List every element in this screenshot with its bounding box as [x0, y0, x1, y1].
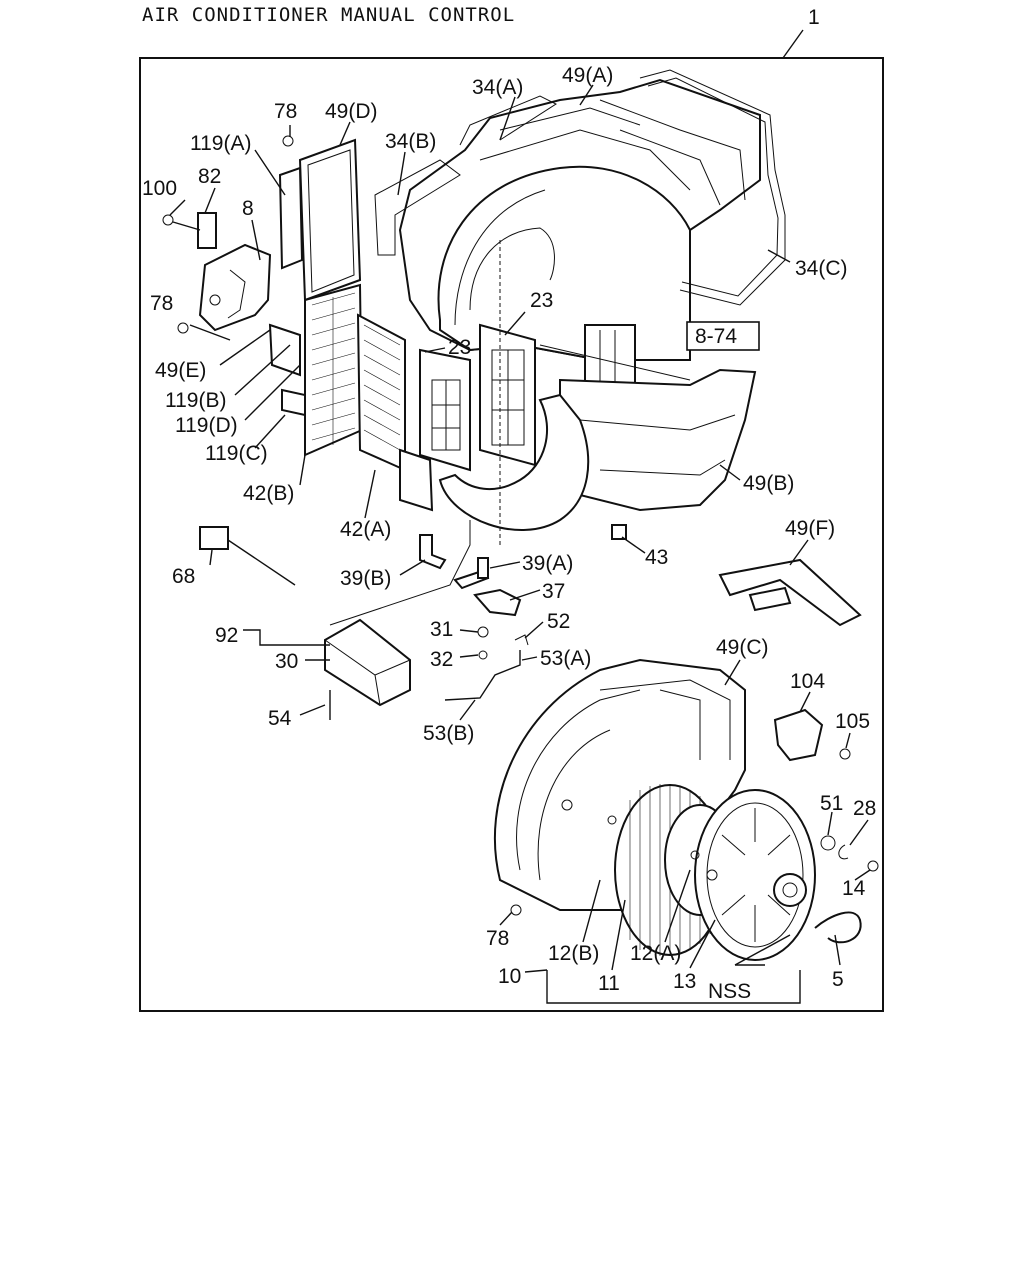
link-37 — [453, 557, 522, 617]
ref-box — [686, 321, 760, 351]
label-12a: 12(A) — [630, 942, 681, 965]
label-78-bottom: 78 — [486, 927, 509, 950]
label-30: 30 — [275, 650, 298, 673]
diagram-frame — [139, 57, 884, 1012]
label-23-upper: 23 — [530, 289, 553, 312]
screw-78-bottom — [510, 904, 522, 916]
hose-5 — [814, 911, 862, 944]
label-37: 37 — [542, 580, 565, 603]
label-11: 11 — [598, 972, 620, 995]
label-13: 13 — [673, 970, 696, 993]
label-49b: 49(B) — [743, 472, 794, 495]
clip-28 — [838, 844, 849, 860]
screw-78-left — [177, 322, 189, 334]
label-52: 52 — [547, 610, 570, 633]
amplifier-92 — [324, 618, 411, 707]
label-92: 92 — [215, 624, 238, 647]
harness — [329, 520, 471, 626]
label-82: 82 — [198, 165, 221, 188]
label-10: 10 — [498, 965, 521, 988]
seal-strips-119 — [268, 323, 306, 417]
label-119d: 119(D) — [175, 414, 238, 437]
label-68: 68 — [172, 565, 195, 588]
sensor-68 — [199, 526, 296, 586]
label-51: 51 — [820, 792, 843, 815]
label-34c: 34(C) — [795, 257, 848, 280]
label-39a: 39(A) — [522, 552, 573, 575]
label-49f: 49(F) — [785, 517, 835, 540]
label-42a: 42(A) — [340, 518, 391, 541]
filter-42a — [356, 313, 434, 512]
label-nss: NSS — [708, 980, 751, 1003]
screw-78-top — [282, 135, 294, 147]
label-53a: 53(A) — [540, 647, 591, 670]
label-53b: 53(B) — [423, 722, 474, 745]
label-23-lower: 23 — [448, 336, 471, 359]
core-line — [539, 344, 691, 381]
rod-53 — [444, 650, 521, 701]
label-14: 14 — [842, 877, 866, 900]
lever-39b — [419, 534, 447, 570]
label-49c: 49(C) — [716, 636, 769, 659]
subassembly-bracket — [546, 970, 801, 1004]
screw-105 — [839, 748, 851, 760]
page-title: AIR CONDITIONER MANUAL CONTROL — [142, 4, 516, 26]
label-34b: 34(B) — [385, 130, 436, 153]
seal-119a — [278, 166, 304, 270]
frame-23-pair — [419, 323, 536, 472]
washer-31 — [477, 626, 489, 638]
part-labels: 1 8-74 34(A) 49(A) 78 49(D) 34(B) 119(A)… — [142, 6, 876, 1003]
label-8: 8 — [242, 197, 254, 220]
label-49d: 49(D) — [325, 100, 378, 123]
label-12b: 12(B) — [548, 942, 599, 965]
washer-51 — [820, 835, 836, 851]
upper-housing — [374, 69, 786, 416]
label-119a: 119(A) — [190, 132, 251, 155]
label-39b: 39(B) — [340, 567, 391, 590]
label-78-left: 78 — [150, 292, 173, 315]
label-43: 43 — [645, 546, 668, 569]
clip-43 — [611, 524, 627, 540]
lower-case — [438, 368, 757, 531]
label-49a: 49(A) — [562, 64, 613, 87]
label-31: 31 — [430, 618, 453, 641]
label-28: 28 — [853, 797, 876, 820]
label-34a: 34(A) — [472, 76, 523, 99]
seal-49d — [298, 138, 362, 302]
label-54: 54 — [268, 707, 292, 730]
clip-52 — [514, 634, 529, 646]
label-42b: 42(B) — [243, 482, 294, 505]
label-119c: 119(C) — [205, 442, 268, 465]
leader-lines — [169, 84, 871, 973]
bracket-49f — [718, 558, 862, 627]
screw-14 — [867, 860, 879, 872]
actuator-8 — [162, 212, 272, 332]
label-assembly-number: 1 — [808, 6, 820, 29]
filter-42b — [304, 283, 364, 457]
resistor-104 — [773, 708, 824, 762]
clip-32 — [478, 650, 488, 660]
motor-13 — [690, 789, 816, 961]
label-100: 100 — [142, 177, 177, 200]
label-105: 105 — [835, 710, 870, 733]
label-49e: 49(E) — [155, 359, 206, 382]
label-32: 32 — [430, 648, 453, 671]
label-5: 5 — [832, 968, 844, 991]
label-104: 104 — [790, 670, 825, 693]
label-78-top: 78 — [274, 100, 297, 123]
leader-1 — [782, 29, 804, 59]
label-119b: 119(B) — [165, 389, 226, 412]
label-ref-box: 8-74 — [695, 325, 737, 348]
